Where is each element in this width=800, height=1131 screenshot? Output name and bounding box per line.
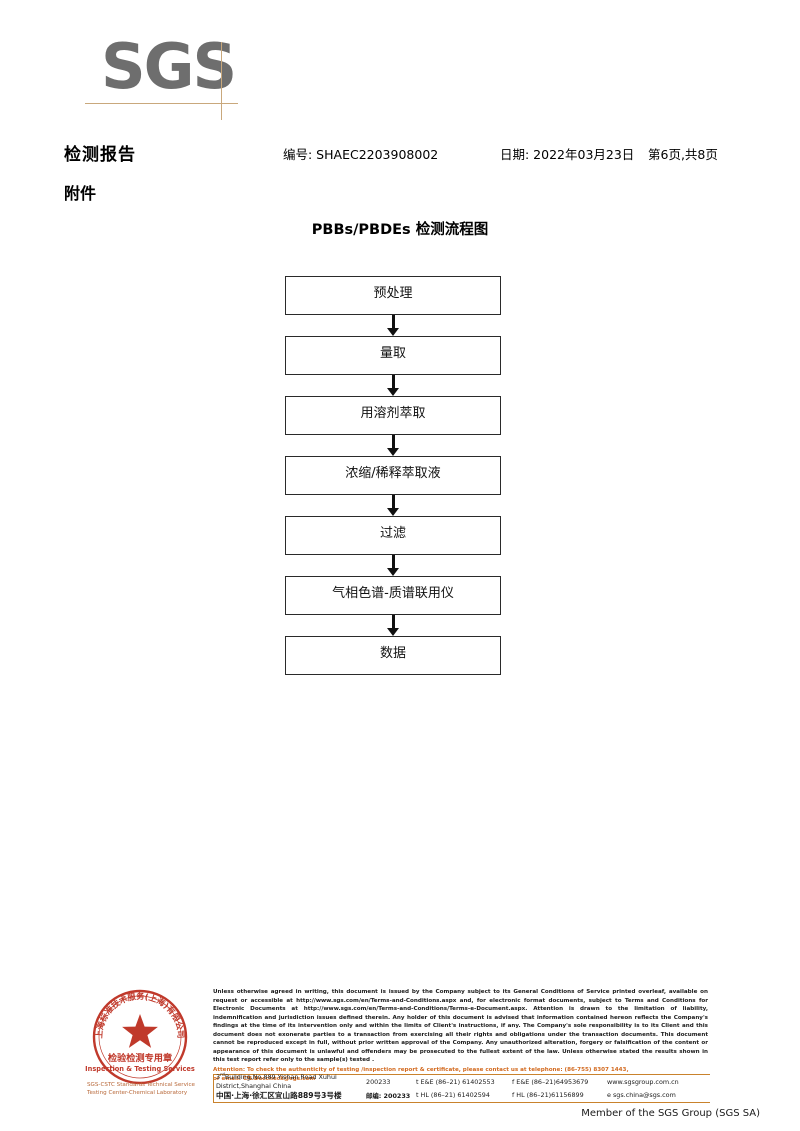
svg-text:Testing Center-Chemical Labora: Testing Center-Chemical Laboratory	[86, 1090, 188, 1095]
flow-step-box: 气相色谱-质谱联用仪	[285, 576, 501, 615]
flow-arrow-down-icon	[285, 615, 501, 636]
flow-step-label: 用溶剂萃取	[360, 406, 426, 421]
tel-hl: t HL (86–21) 61402594	[416, 1091, 490, 1099]
address-row-en: 3rdBuilding,No.889 Yishan Road Xuhui Dis…	[213, 1073, 710, 1090]
inspection-seal-stamp: 上海标准技术服务(上海)有限公司 检验检测专用章 Inspection & Te…	[85, 985, 195, 1095]
sgs-group-member-line: Member of the SGS Group (SGS SA)	[581, 1108, 760, 1119]
flowchart-title: PBBs/PBDEs 检测流程图	[311, 222, 489, 238]
logo-vertical-rule	[221, 42, 222, 120]
address-row-cn: 中国·上海·徐汇区宜山路889号3号楼 邮编: 200233 t HL (86–…	[213, 1088, 710, 1102]
svg-text:检验检测专用章: 检验检测专用章	[108, 1052, 172, 1064]
footer-address-block: 3rdBuilding,No.889 Yishan Road Xuhui Dis…	[213, 1073, 710, 1103]
flow-step-box: 过滤	[285, 516, 501, 555]
legal-paragraph: Unless otherwise agreed in writing, this…	[213, 989, 708, 1063]
page-title: 检测报告	[64, 145, 136, 165]
flowchart: 预处理 量取 用溶剂萃取 浓缩/稀释萃取液 过滤 气相色谱-	[285, 276, 503, 675]
zip-en: 200233	[366, 1077, 391, 1086]
zip-cn: 邮编: 200233	[366, 1091, 411, 1100]
flow-step-label: 气相色谱-质谱联用仪	[332, 586, 454, 601]
page-indicator: 第6页,共8页	[648, 147, 718, 162]
flow-step-label: 预处理	[373, 286, 413, 301]
flow-step-label: 过滤	[379, 526, 406, 541]
flow-arrow-down-icon	[285, 435, 501, 456]
address-cn: 中国·上海·徐汇区宜山路889号3号楼	[216, 1090, 342, 1100]
flow-step-label: 浓缩/稀释萃取液	[345, 466, 441, 481]
footer-rule-bottom	[213, 1102, 710, 1103]
flow-step-label: 量取	[379, 346, 406, 361]
flow-step-box: 浓缩/稀释萃取液	[285, 456, 501, 495]
attention-line-1: Attention: To check the authenticity of …	[213, 1066, 629, 1073]
sgs-logo: SGS	[85, 30, 245, 120]
website: www.sgsgroup.com.cn	[607, 1077, 679, 1086]
report-header: 检测报告 编号: SHAEC2203908002 日期: 2022年03月23日…	[0, 140, 800, 170]
footer-legal-text: Unless otherwise agreed in writing, this…	[213, 988, 708, 1084]
flow-step-box: 量取	[285, 336, 501, 375]
attachment-label: 附件	[64, 184, 97, 203]
flow-step-box: 用溶剂萃取	[285, 396, 501, 435]
flow-arrow-down-icon	[285, 315, 501, 336]
sgs-logo-text: SGS	[101, 30, 237, 103]
report-date: 日期: 2022年03月23日	[500, 147, 635, 162]
flow-arrow-down-icon	[285, 555, 501, 576]
flow-arrow-down-icon	[285, 495, 501, 516]
fax-hl: f HL (86–21)61156899	[512, 1091, 584, 1099]
flow-step-box: 预处理	[285, 276, 501, 315]
svg-text:Inspection & Testing Services: Inspection & Testing Services	[85, 1065, 195, 1073]
footer-rule-top	[213, 1074, 710, 1075]
svg-text:SGS-CSTC Standards Technical S: SGS-CSTC Standards Technical Services (S…	[87, 1082, 195, 1088]
footer-vertical-separator	[213, 1075, 214, 1103]
seal-icon: 上海标准技术服务(上海)有限公司 检验检测专用章 Inspection & Te…	[85, 989, 195, 1095]
flow-step-label: 数据	[379, 646, 406, 661]
flow-step-box: 数据	[285, 636, 501, 675]
attention-line-2: or email: CN.Doccheck@sgs.com	[213, 1076, 316, 1082]
address-en: 3rdBuilding,No.889 Yishan Road Xuhui Dis…	[216, 1073, 337, 1090]
flow-arrow-down-icon	[285, 375, 501, 396]
email-address: e sgs.china@sgs.com	[607, 1091, 676, 1099]
tel-ee: t E&E (86–21) 61402553	[416, 1077, 495, 1086]
fax-ee: f E&E (86–21)64953679	[512, 1077, 589, 1086]
logo-horizontal-rule	[85, 103, 238, 104]
report-number: 编号: SHAEC2203908002	[283, 147, 439, 162]
